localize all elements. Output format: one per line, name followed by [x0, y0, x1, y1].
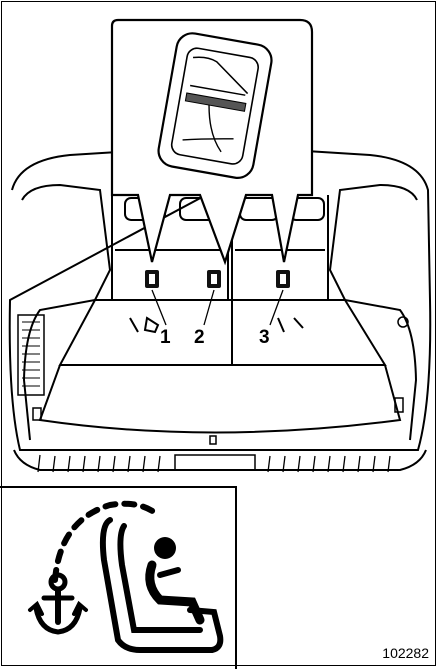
child-seat-tether-anchor-icon	[30, 504, 220, 650]
anchor-points	[145, 270, 290, 325]
anchor-point-2	[207, 270, 221, 288]
callout-number-1: 1	[160, 327, 171, 349]
magnified-anchor-callout	[112, 20, 312, 262]
callout-number-2: 2	[194, 327, 205, 349]
anchor-point-3	[276, 270, 290, 288]
anchor-point-1	[145, 270, 159, 288]
figure-id: 102282	[382, 645, 429, 661]
callout-number-3: 3	[259, 327, 270, 349]
